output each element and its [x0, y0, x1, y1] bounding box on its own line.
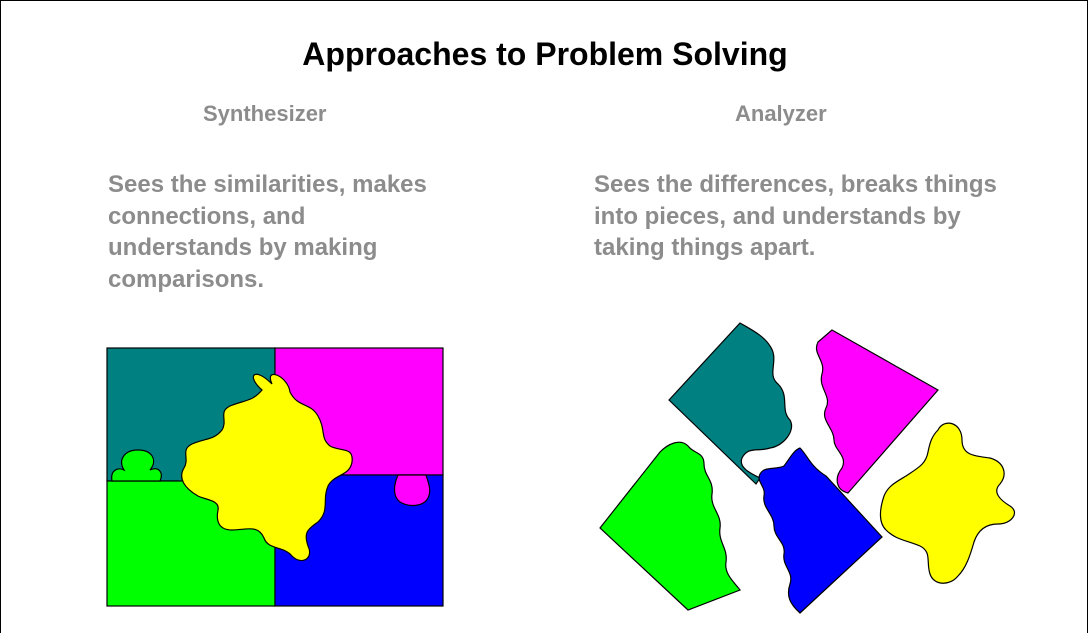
scattered-yellow-piece [879, 422, 1015, 584]
scattered-blue-piece [758, 447, 883, 614]
green-tab-knob [111, 449, 162, 482]
analyzer-description: Sees the differences, breaks things into… [594, 171, 997, 261]
synthesizer-description: Sees the similarities, makes connections… [108, 171, 427, 293]
slide-title: Approaches to Problem Solving [302, 36, 788, 72]
synthesizer-heading: Synthesizer [203, 101, 327, 126]
scattered-teal-piece [668, 322, 793, 485]
scattered-green-piece [599, 441, 741, 611]
assembled-puzzle [106, 347, 444, 607]
scattered-puzzle [599, 322, 1015, 614]
scattered-magenta-piece [816, 329, 939, 494]
assembled-yellow-piece [181, 373, 353, 561]
magenta-tab-knob [393, 474, 431, 507]
analyzer-heading: Analyzer [735, 101, 827, 126]
